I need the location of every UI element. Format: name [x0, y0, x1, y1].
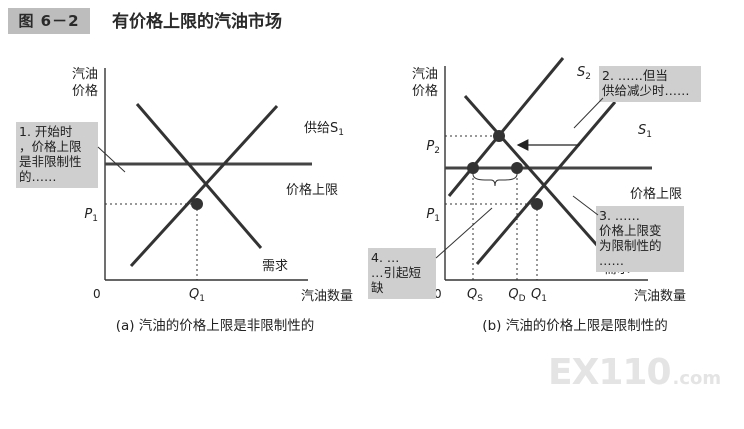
panel-b-qs-point — [467, 162, 479, 174]
panel-b: 汽油价格汽油数量0价格上限S2S1需求P2P1QSQDQ12. ……但当供给减少… — [368, 57, 701, 334]
panel-b-ylabel-line1: 汽油 — [412, 67, 438, 82]
panel-a-caption: (a) 汽油的价格上限是非限制性的 — [116, 318, 315, 334]
panel-a-demand-curve — [135, 103, 263, 249]
figure-title: 有价格上限的汽油市场 — [112, 12, 282, 32]
panel-a-supply-curve — [129, 104, 279, 268]
panel-b-q1-label: Q1 — [531, 287, 547, 304]
panel-b-shortage-brace — [472, 173, 518, 187]
panel-b-ylabel-line2: 价格 — [412, 83, 438, 99]
panel-b-callout-4-text: 4. ……引起短缺 — [371, 250, 421, 295]
panel-b-demand-curve — [463, 95, 605, 253]
panel-b-caption: (b) 汽油的价格上限是限制性的 — [482, 318, 667, 334]
panel-b-supply2-curve — [447, 57, 565, 197]
panel-b-qd-label: QD — [508, 287, 525, 304]
watermark: EX110.com — [548, 352, 721, 393]
panel-b-price-ceiling-label: 价格上限 — [630, 186, 682, 202]
panel-a-q1-label: Q1 — [189, 287, 205, 304]
panel-a-demand-label: 需求 — [262, 259, 288, 274]
panel-b-callout-2-box — [599, 66, 701, 102]
figure-number-badge: 图 6－2 — [8, 8, 90, 34]
panel-b-callout-4-pointer — [435, 207, 493, 259]
panel-a-supply-label: 供给S1 — [304, 121, 344, 138]
panel-b-supply2-label: S2 — [577, 65, 591, 82]
panel-a-p1-label: P1 — [84, 207, 98, 224]
panel-a-ylabel-line2: 价格 — [72, 83, 98, 99]
panel-a-price-ceiling-label: 价格上限 — [286, 182, 338, 198]
panel-a-callout-1-box — [16, 122, 98, 188]
panel-b-supply1-curve — [475, 101, 617, 265]
panel-b-callout-2-pointer — [573, 97, 604, 129]
panel-b-old-equilibrium-point — [531, 198, 543, 210]
panel-b-xlabel: 汽油数量 — [634, 289, 686, 304]
panel-b-origin: 0 — [434, 287, 442, 301]
panel-b-callout-3-pointer — [572, 195, 599, 216]
panel-a-xlabel: 汽油数量 — [301, 289, 353, 304]
panel-b-callout-3-text: 3. ……价格上限变为限制性的…… — [599, 208, 662, 268]
panel-b-callout-3-box — [596, 206, 684, 272]
panel-b-callout-4-box — [368, 248, 436, 299]
panel-a-ylabel-line1: 汽油 — [72, 67, 98, 82]
panel-a-callout-1-pointer — [97, 146, 126, 173]
watermark-main: EX110 — [548, 352, 671, 393]
watermark-sub: .com — [672, 368, 722, 389]
panel-b-new-equilibrium-point — [493, 130, 505, 142]
panel-a-equilibrium-point — [191, 198, 203, 210]
panel-b-qs-label: QS — [467, 287, 483, 304]
panel-b-p2-label: P2 — [426, 139, 440, 156]
panel-b-callout-2-text: 2. ……但当供给减少时…… — [602, 68, 690, 98]
panel-b-p1-label: P1 — [426, 207, 440, 224]
panel-a-callout-1-text: 1. 开始时，价格上限是非限制性的…… — [19, 124, 82, 184]
panel-a-origin: 0 — [93, 287, 101, 301]
panel-b-qd-point — [511, 162, 523, 174]
panel-b-supply1-label: S1 — [638, 123, 652, 140]
